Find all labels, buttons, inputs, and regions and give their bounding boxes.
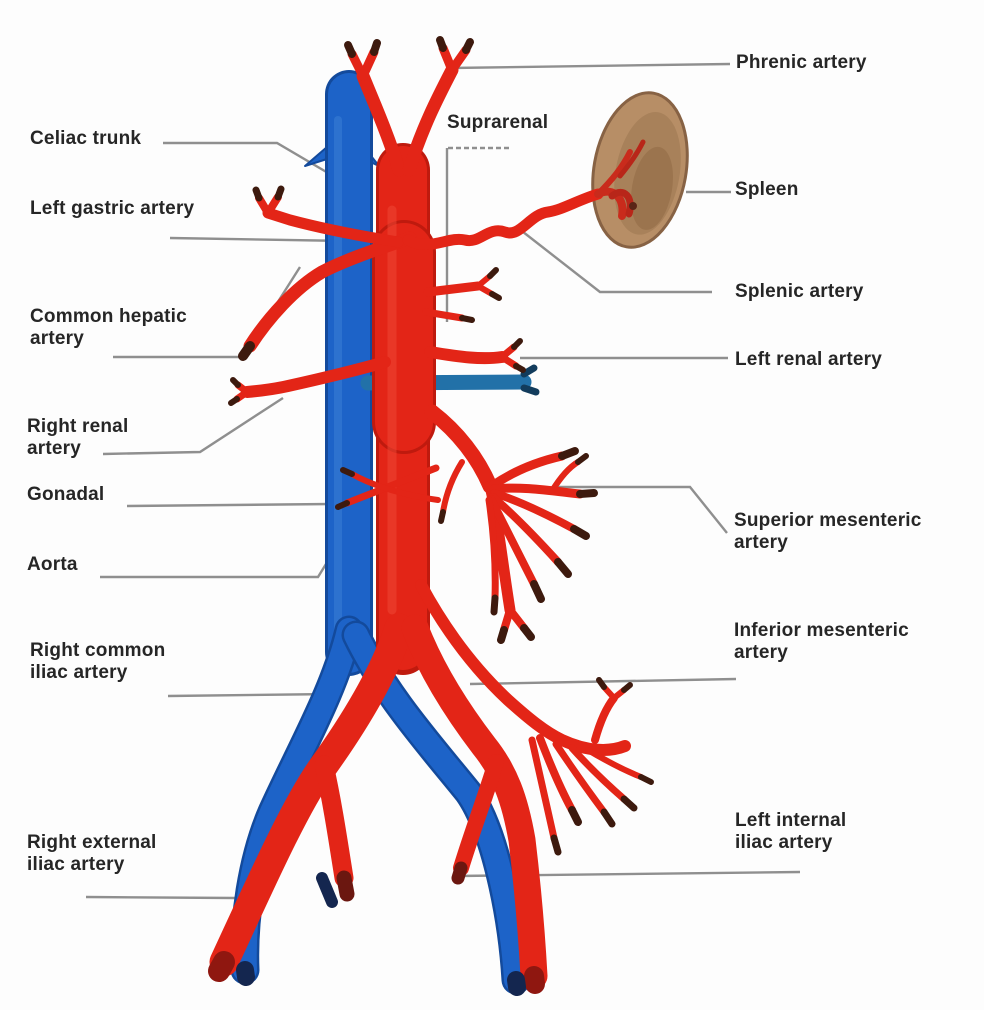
label-superior-mesenteric-artery: Superior mesenteric artery: [734, 510, 922, 554]
leader-aorta: [100, 550, 336, 579]
leader-right-common-iliac-artery: [167, 692, 335, 698]
left-common-external-iliac-artery-vessel: [401, 614, 548, 990]
superior-mesenteric-artery-vessel: [424, 404, 498, 494]
right-internal-iliac-artery-vessel: [314, 755, 354, 888]
phrenic-artery-left: [356, 69, 406, 177]
label-phrenic-artery: Phrenic artery: [736, 52, 867, 73]
right-renal-artery-vessel: [241, 356, 391, 398]
label-right-external-iliac-artery: Right external iliac artery: [27, 832, 157, 876]
label-suprarenal: Suprarenal: [447, 112, 549, 133]
label-right-renal-artery: Right renal artery: [27, 416, 129, 460]
label-celiac-trunk: Celiac trunk: [30, 128, 142, 149]
left-gastric-artery-vessel: [262, 207, 404, 248]
label-aorta: Aorta: [27, 554, 78, 575]
label-left-renal-artery: Left renal artery: [735, 349, 883, 370]
leader-left-gastric-artery: [169, 236, 349, 243]
label-inferior-mesenteric-artery: Inferior mesenteric artery: [734, 620, 909, 664]
leader-phrenic-artery: [449, 62, 731, 70]
spleen-vessel-marks: [608, 139, 646, 218]
artery-vessels: [209, 43, 644, 990]
left-renal-artery-vessel: [424, 346, 508, 365]
leader-gonadal: [126, 502, 333, 508]
inferior-mesenteric-artery-vessel: [415, 579, 631, 756]
leader-right-renal-artery: [102, 396, 284, 456]
label-right-common-iliac-artery: Right common iliac artery: [30, 640, 166, 684]
label-gonadal: Gonadal: [27, 484, 105, 505]
leader-celiac-trunk: [163, 141, 341, 182]
left-renal-vein-tip-a: [520, 364, 538, 378]
label-left-internal-iliac-artery: Left internal iliac artery: [735, 810, 847, 854]
gonadal-vessel-a: [343, 464, 440, 507]
label-splenic-artery: Splenic artery: [735, 281, 864, 302]
label-left-gastric-artery: Left gastric artery: [30, 198, 195, 219]
left-iliac-vein: [344, 623, 528, 992]
splenic-artery-vessel: [402, 188, 604, 250]
label-common-hepatic-artery: Common hepatic artery: [30, 306, 187, 350]
common-hepatic-artery-vessel: [243, 231, 417, 353]
spleen-shape: [591, 91, 689, 249]
left-renal-vein-tip-b: [520, 384, 540, 396]
left-internal-iliac-artery-vessel: [453, 754, 504, 876]
leader-splenic-artery: [517, 227, 712, 294]
gonadal-vessel-b: [349, 471, 441, 503]
phrenic-artery-right: [402, 63, 459, 177]
label-spleen: Spleen: [735, 179, 799, 200]
branch-tips: [208, 36, 654, 996]
suprarenal-artery-vessel: [423, 281, 483, 297]
leader-superior-mesenteric-artery: [556, 485, 728, 534]
leader-right-external-iliac-artery: [85, 895, 236, 900]
right-common-external-iliac-artery-vessel: [209, 613, 414, 977]
